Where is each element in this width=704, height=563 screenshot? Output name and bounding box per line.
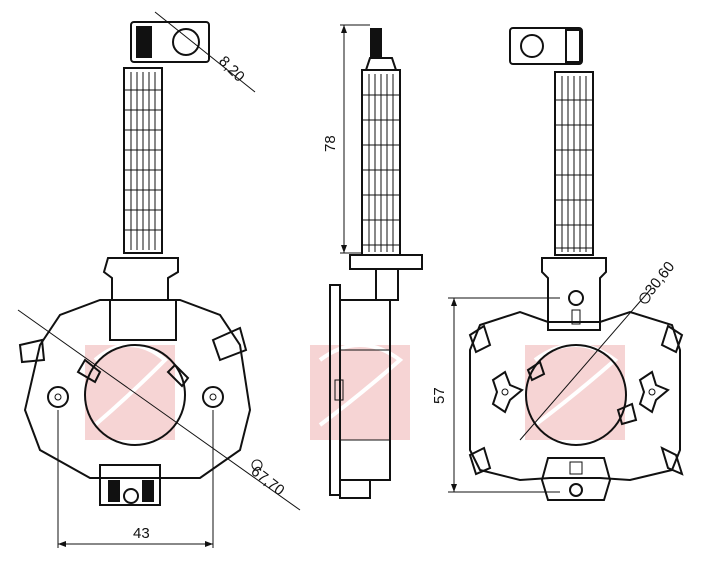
brush-lead-rear	[554, 71, 594, 256]
front-view: 8,20	[17, 11, 301, 548]
dim-plate-height: 57	[431, 387, 448, 404]
dim-hole-spacing: 43	[133, 525, 150, 542]
watermark-right	[525, 343, 625, 440]
terminal-tab-rear	[509, 27, 583, 65]
dim-terminal-hole: 8,20	[215, 53, 248, 86]
terminal-hole	[172, 28, 200, 56]
watermark-center	[310, 343, 410, 440]
wing-nut-right	[638, 370, 670, 414]
commutator-opening-rear	[525, 344, 627, 446]
dim-brush-length: 78	[322, 135, 339, 152]
terminal-tab	[130, 21, 210, 63]
mount-hole-left	[47, 386, 69, 408]
side-view: 78	[322, 24, 423, 499]
brush-lead	[123, 67, 163, 254]
rear-view: 30,60 57	[431, 27, 684, 501]
watermark-left	[85, 343, 175, 440]
dim-inner-diameter: 30,60	[642, 258, 679, 298]
mount-hole-right	[202, 386, 224, 408]
wing-nut-left	[491, 370, 524, 414]
holder-plate	[23, 299, 252, 479]
commutator-opening	[84, 344, 186, 446]
